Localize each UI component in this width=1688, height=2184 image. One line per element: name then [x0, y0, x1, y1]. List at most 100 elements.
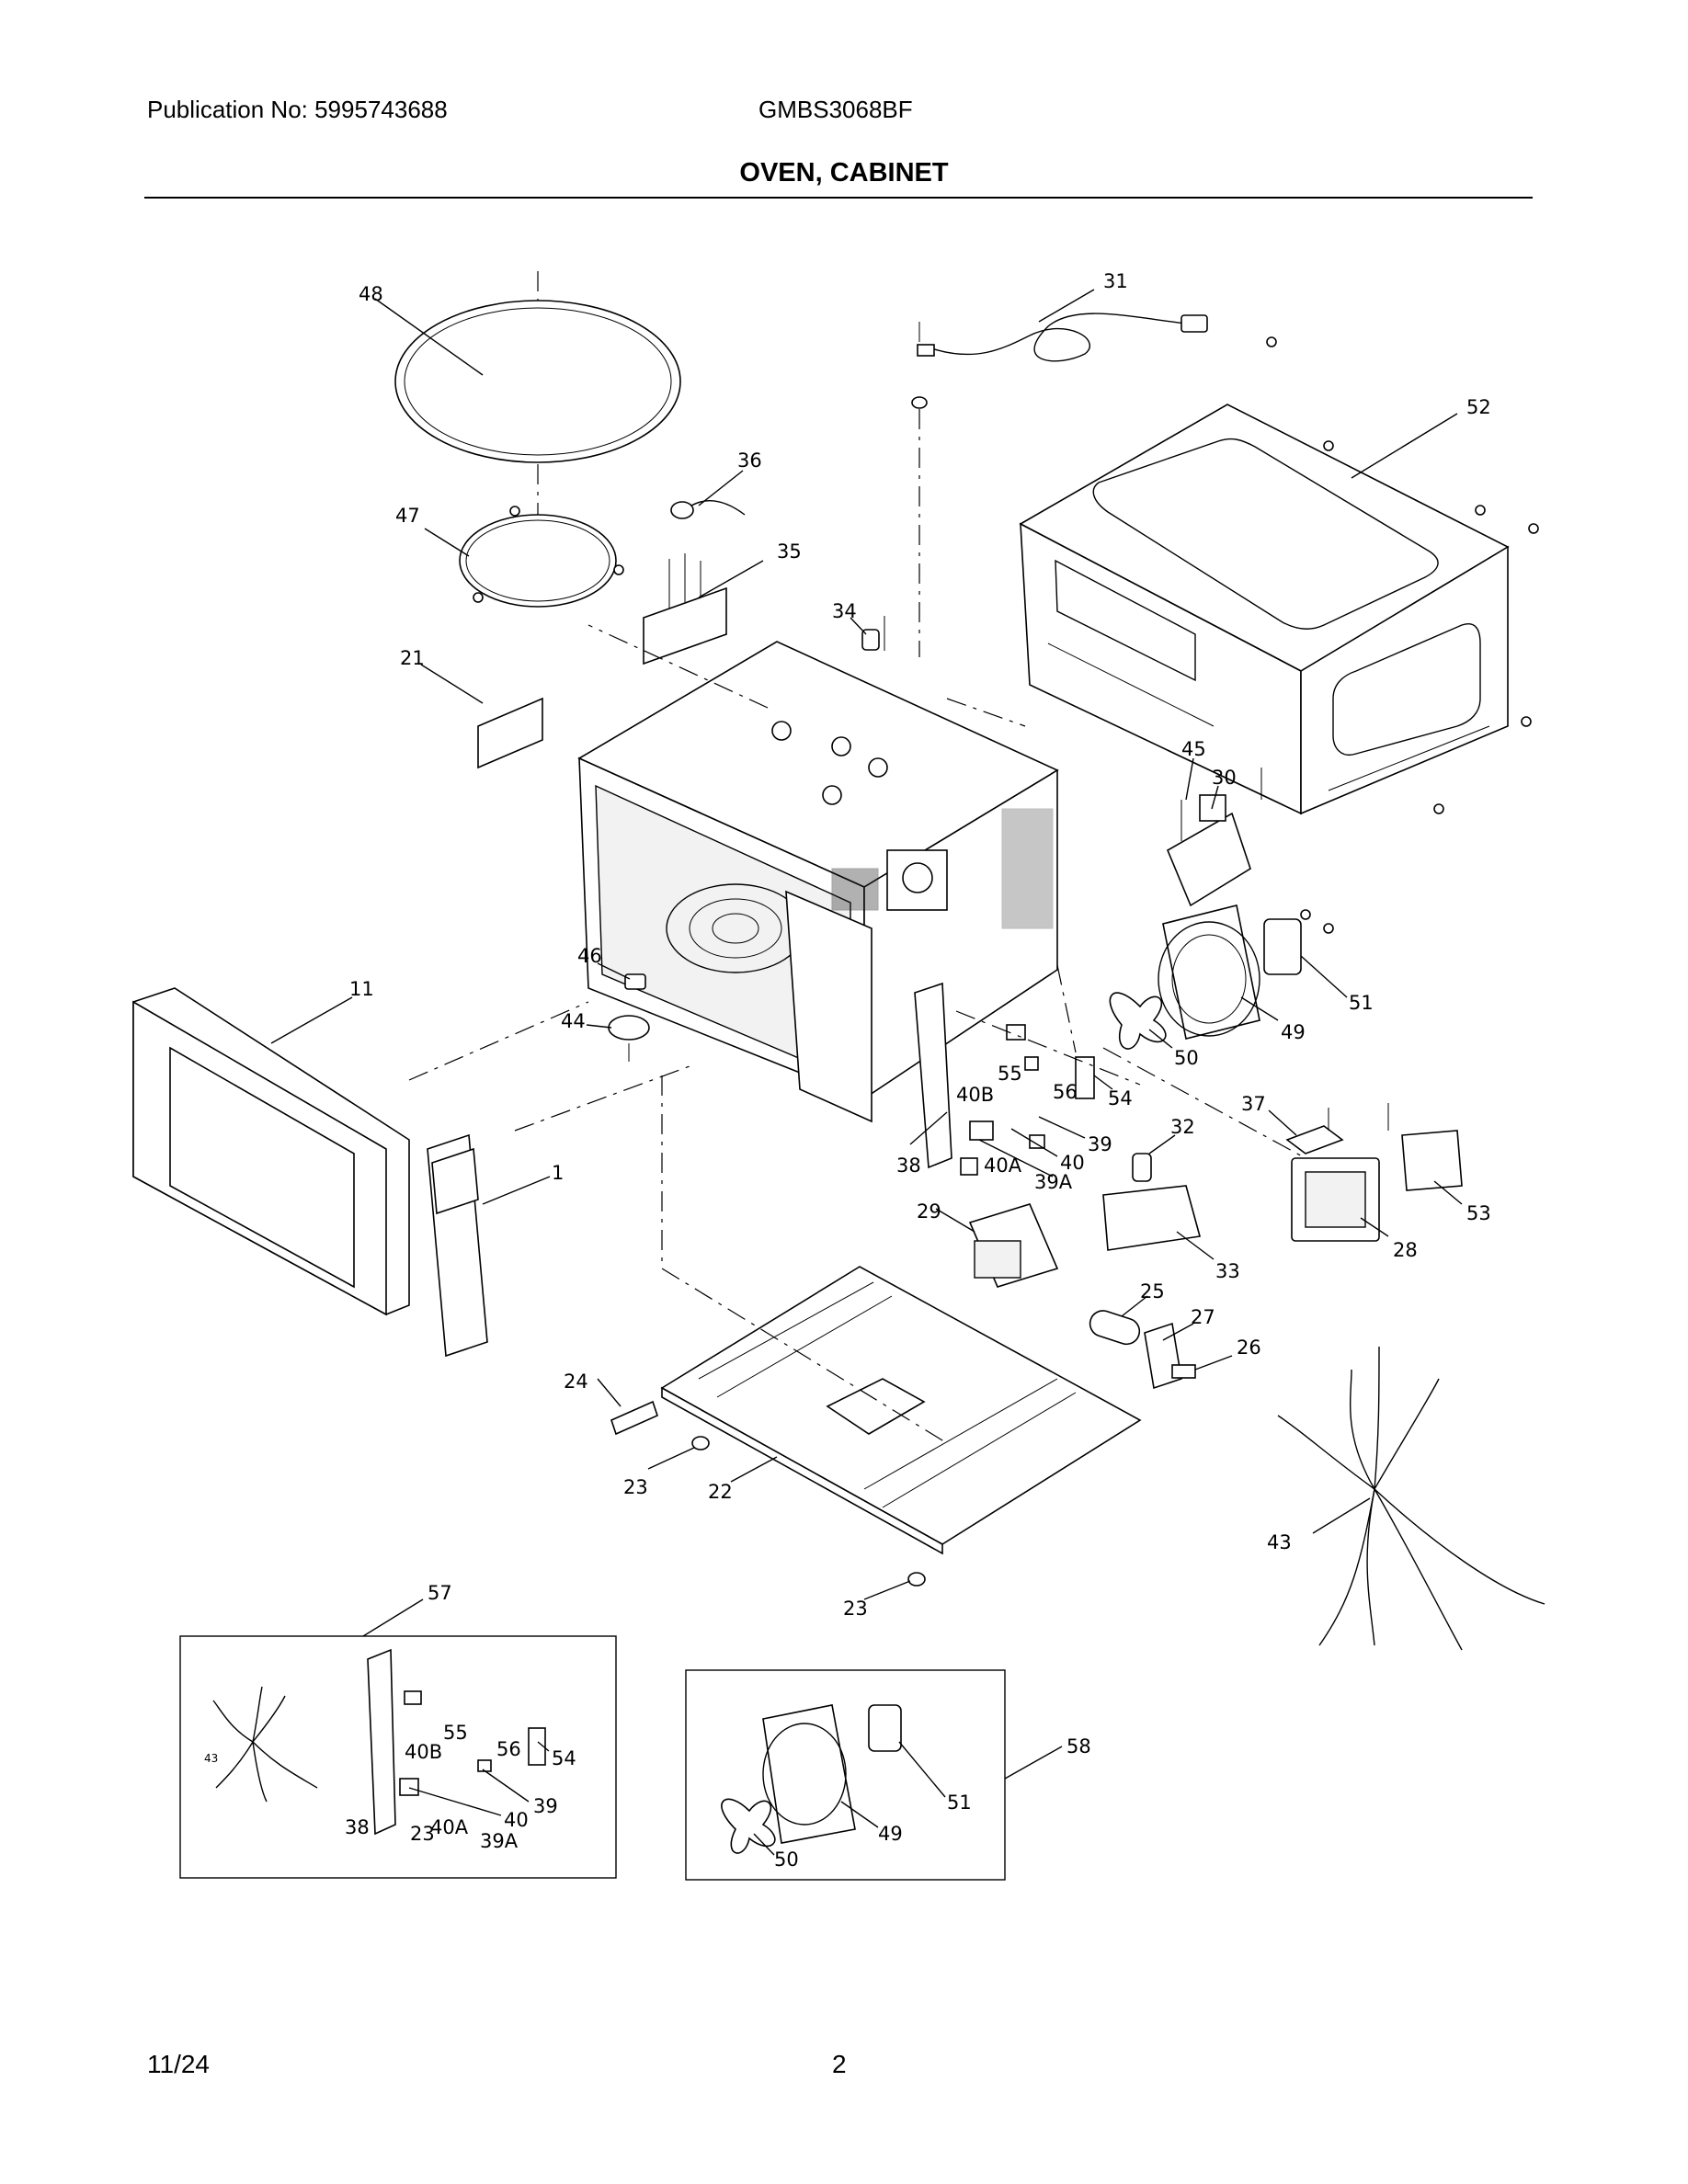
foot-and-bracket-part	[610, 1400, 926, 1587]
door-dash	[408, 1001, 589, 1081]
callout-25: 25	[1140, 1280, 1165, 1302]
callout-40A: 40A	[984, 1155, 1022, 1177]
roller-ring-part	[459, 506, 624, 608]
fuse-holder-33-part	[1102, 1153, 1202, 1251]
callout-22: 22	[708, 1481, 733, 1503]
kit57-callout-43: 43	[204, 1752, 218, 1765]
callout-54: 54	[1108, 1087, 1133, 1109]
leader-30	[1211, 785, 1219, 810]
callout-43: 43	[1267, 1531, 1292, 1553]
kit57-callout-54: 54	[552, 1747, 576, 1769]
callout-40: 40	[1060, 1152, 1085, 1174]
power-cord-part	[911, 313, 1208, 409]
callout-27: 27	[1191, 1306, 1215, 1328]
control-panel-part	[427, 1133, 488, 1358]
leader-28	[1360, 1217, 1389, 1237]
leader-32	[1148, 1134, 1176, 1155]
callout-1: 1	[552, 1162, 564, 1184]
kit57-callout-40A: 40A	[430, 1816, 469, 1838]
magnetron-part	[1285, 1103, 1463, 1242]
oven-cavity-part	[577, 641, 1059, 1123]
cavity-dash-1	[946, 698, 1026, 727]
leader-39	[1038, 1116, 1086, 1139]
leader-46	[597, 962, 631, 980]
cavity-dash-3	[1056, 964, 1077, 1053]
thermal-sensor-part	[670, 500, 746, 519]
callout-55: 55	[998, 1063, 1022, 1085]
callout-23a: 23	[623, 1476, 648, 1498]
leader-45	[1185, 757, 1194, 801]
leader-48	[374, 298, 484, 376]
kit57-callout-40B: 40B	[405, 1741, 442, 1763]
leader-34	[850, 617, 867, 635]
callout-35: 35	[777, 540, 802, 563]
kit58-leader-51	[898, 1741, 946, 1798]
callout-23b: 23	[843, 1598, 868, 1620]
kit57-callout-38: 38	[345, 1816, 370, 1838]
leader-33	[1176, 1231, 1215, 1260]
kit58-leader-49	[840, 1801, 879, 1828]
kit57-callout-23: 23	[410, 1823, 435, 1845]
leader-25	[1121, 1295, 1148, 1317]
callout-21: 21	[400, 647, 425, 669]
callout-49: 49	[1281, 1021, 1306, 1043]
leader-35	[698, 560, 764, 598]
kit58-leader-50	[753, 1833, 775, 1856]
callout-33: 33	[1215, 1260, 1240, 1282]
leader-23b	[863, 1580, 911, 1600]
callout-34: 34	[832, 600, 857, 622]
base-dash-2	[661, 1268, 948, 1444]
kit57-callout-40: 40	[504, 1809, 529, 1831]
leader-54	[1093, 1075, 1113, 1090]
door-part	[132, 987, 410, 1316]
callout-31: 31	[1103, 270, 1128, 292]
footer-page-number: 2	[832, 2050, 847, 2078]
callout-47: 47	[395, 505, 420, 527]
leader-38	[909, 1111, 948, 1145]
leader-29	[935, 1208, 975, 1233]
publication-number: Publication No: 5995743688	[147, 96, 448, 123]
leader-23a	[647, 1447, 695, 1470]
page-title: OVEN, CABINET	[739, 158, 949, 188]
leader-58	[1004, 1746, 1063, 1780]
leader-57	[362, 1598, 424, 1637]
kit57-leader-39	[482, 1769, 530, 1803]
outer-cabinet-part	[1019, 404, 1510, 815]
kit57-callout-39: 39	[533, 1795, 558, 1817]
callout-44: 44	[561, 1010, 586, 1032]
magnetron-dash	[1102, 1047, 1306, 1159]
transformer-part	[968, 1203, 1059, 1288]
kit57-callout-39A: 39A	[480, 1830, 519, 1852]
callout-52: 52	[1466, 396, 1491, 418]
thermostat-34-part	[861, 616, 885, 651]
kit57-callout-56: 56	[496, 1738, 521, 1760]
leader-47	[424, 528, 470, 557]
callout-53: 53	[1466, 1202, 1491, 1224]
kit57-leader-54	[537, 1741, 550, 1752]
wire-harness-part	[1277, 1346, 1545, 1651]
waveguide-cover-part	[477, 697, 543, 769]
callout-45: 45	[1181, 738, 1206, 760]
callout-39A: 39A	[1034, 1171, 1073, 1193]
callout-28: 28	[1393, 1239, 1418, 1261]
callout-39: 39	[1088, 1133, 1112, 1155]
cabinet-screws	[1266, 336, 1539, 814]
callout-37: 37	[1241, 1093, 1266, 1115]
kit58-callout-49: 49	[878, 1823, 903, 1845]
door-interlock-assembly-part	[914, 982, 1095, 1176]
kit57-callout-55: 55	[443, 1722, 468, 1744]
fan-assembly-part	[1109, 904, 1334, 1050]
callout-26: 26	[1237, 1337, 1261, 1359]
callout-58: 58	[1066, 1735, 1091, 1757]
leader-53	[1433, 1180, 1463, 1205]
leader-22	[730, 1456, 778, 1483]
callout-51: 51	[1349, 992, 1374, 1014]
model-number: GMBS3068BF	[758, 96, 913, 123]
kit-58-box	[685, 1669, 1006, 1881]
callout-30: 30	[1212, 767, 1237, 789]
leader-39A	[978, 1139, 1054, 1177]
leader-27	[1162, 1323, 1194, 1341]
leader-40	[1010, 1128, 1058, 1157]
header-rule	[144, 197, 1533, 199]
